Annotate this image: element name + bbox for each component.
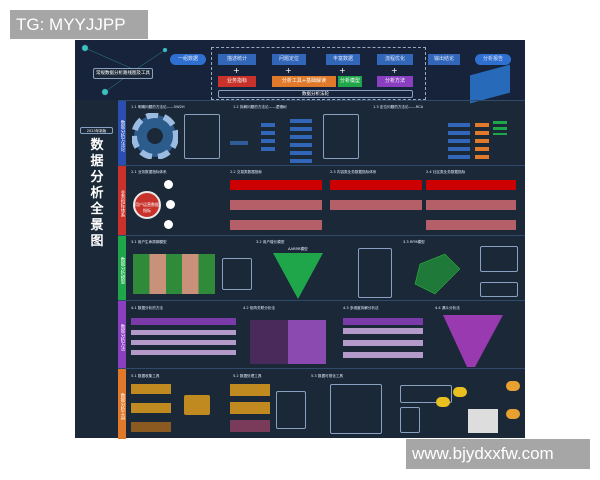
tree-level [261, 123, 275, 153]
rca-level [448, 123, 470, 163]
section-title: 5.1 数据收集工具 [131, 374, 160, 378]
lifecycle-chart [133, 254, 215, 294]
flow-step: 分析报告 [475, 54, 511, 65]
section-tab: 数据分析方法 [118, 301, 126, 369]
note-box [400, 407, 420, 433]
5w2h-pie [132, 113, 178, 159]
funnel-chart [443, 315, 503, 367]
processing-tools [230, 384, 270, 432]
user-ops-circle: 用户运营数据指标 [133, 191, 161, 219]
section-title: 3.1 用户生命周期模型 [131, 240, 167, 244]
watermark-bottom-right: www.bjydxxfw.com [406, 439, 590, 469]
section-title: 2.3 内容类业务数据指标体系 [330, 170, 377, 174]
laptop-icon [468, 409, 498, 433]
cloud-icon [453, 387, 467, 397]
rfm-cube [414, 253, 461, 295]
section-title: 2.2 交易类数据指标 [230, 170, 263, 174]
note-box [358, 248, 392, 298]
node-circle [164, 220, 173, 229]
section-title: 5.2 数据处理工具 [233, 374, 262, 378]
note-box [330, 384, 382, 434]
network-decoration [81, 44, 168, 96]
section-title: 5.3 数据可视化工具 [311, 374, 344, 378]
note-box [480, 282, 518, 297]
section-models: 数据分析模型 3.1 用户生命周期模型 3.2 用户增长模型 AARRR模型 3… [118, 235, 525, 301]
node-circle [166, 200, 175, 209]
aarrr-label: AARRR模型 [288, 247, 308, 251]
analysis-wheel-frame [211, 47, 426, 100]
note-box [184, 114, 220, 159]
section-title: 4.2 矩阵关联分析法 [243, 306, 276, 310]
section-title: 3.3 RFM模型 [403, 240, 425, 244]
section-indicators: 业务指标体系 2.1 业务数据指标体系 用户运营数据指标 2.2 交易类数据指标… [118, 165, 525, 236]
roadmap-label: 常规数据分析路线图及工具 [93, 68, 153, 79]
methods-table [131, 318, 236, 363]
tree-root [230, 141, 248, 145]
wheel-label: 数据分析法轮 [218, 90, 413, 98]
folder-icon [184, 395, 210, 415]
collection-tools [131, 384, 171, 432]
aarrr-funnel [273, 253, 323, 299]
indicator-table [426, 180, 516, 235]
section-title: 1.3 定位问题的方法论——RCA [373, 105, 424, 109]
section-title: 3.2 用户增长模型 [256, 240, 285, 244]
support-box: 分析模型 [338, 76, 362, 87]
section-tab: 数据分析方法论 [118, 101, 126, 166]
note-box [323, 114, 359, 159]
node-circle [164, 180, 173, 189]
indicator-table [330, 180, 422, 230]
plus-icon: + [233, 66, 240, 75]
flow-step: 输出结论 [428, 54, 460, 65]
indicator-table [230, 180, 322, 235]
flow-step: 丰富数据 [326, 54, 360, 65]
page-title: 数据分析全景图 [90, 138, 104, 249]
plus-icon: + [285, 66, 292, 75]
rca-level [493, 121, 507, 135]
section-tools: 数据分析工具 5.1 数据收集工具 5.2 数据处理工具 5.3 数据可视化工具 [118, 368, 525, 439]
section-title: 2.1 业务数据指标体系 [131, 170, 167, 174]
section-title: 1.2 拆解问题的方法论——逻辑树 [233, 105, 287, 109]
note-box [222, 258, 252, 290]
flow-step: 一组数据 [170, 54, 206, 65]
section-title: 2.4 社区类业务数据指标 [426, 170, 466, 174]
section-methodology: 数据分析方法论 1.1 明确问题的方法论——5W2H 1.2 拆解问题的方法论—… [118, 100, 525, 166]
watermark-top-left: TG: MYYJJPP [10, 10, 148, 39]
flow-step: 描述统计 [218, 54, 256, 65]
tree-level [290, 119, 312, 163]
cloud-icon [436, 397, 450, 407]
section-tab: 业务指标体系 [118, 166, 126, 236]
section-title: 4.4 漏斗分析法 [435, 306, 460, 310]
header-band: 常规数据分析路线图及工具 一组数据 描述统计 问题定位 丰富数据 流程优化 输出… [75, 40, 525, 104]
note-box [276, 391, 306, 429]
screen-illustration [470, 64, 510, 104]
section-tab: 数据分析工具 [118, 369, 126, 439]
section-title: 4.3 多维度拆解分析法 [343, 306, 379, 310]
matrix-chart [250, 320, 326, 364]
cloud-icon [506, 409, 520, 419]
section-methods: 数据分析方法 4.1 数据分析的方法 4.2 矩阵关联分析法 4.3 多维度拆解… [118, 300, 525, 369]
dimension-table [343, 318, 423, 365]
note-box [400, 385, 452, 403]
support-box: 业务指标 [218, 76, 256, 87]
rca-level [475, 123, 489, 163]
flow-step: 流程优化 [377, 54, 413, 65]
section-title: 1.1 明确问题的方法论——5W2H [131, 105, 185, 109]
edition-badge: 2023年新版 [80, 127, 113, 134]
infographic-poster: 常规数据分析路线图及工具 一组数据 描述统计 问题定位 丰富数据 流程优化 输出… [75, 40, 525, 439]
note-box [480, 246, 518, 272]
section-title: 4.1 数据分析的方法 [131, 306, 164, 310]
plus-icon: + [391, 66, 398, 75]
side-panel: 2023年新版 数据分析全景图 [75, 100, 118, 438]
cloud-icon [506, 381, 520, 391]
section-tab: 数据分析模型 [118, 236, 126, 301]
support-box: 分析工具+基础解读 [272, 76, 336, 87]
support-box: 分析方法 [377, 76, 413, 87]
flow-step: 问题定位 [272, 54, 306, 65]
plus-icon: + [339, 66, 346, 75]
